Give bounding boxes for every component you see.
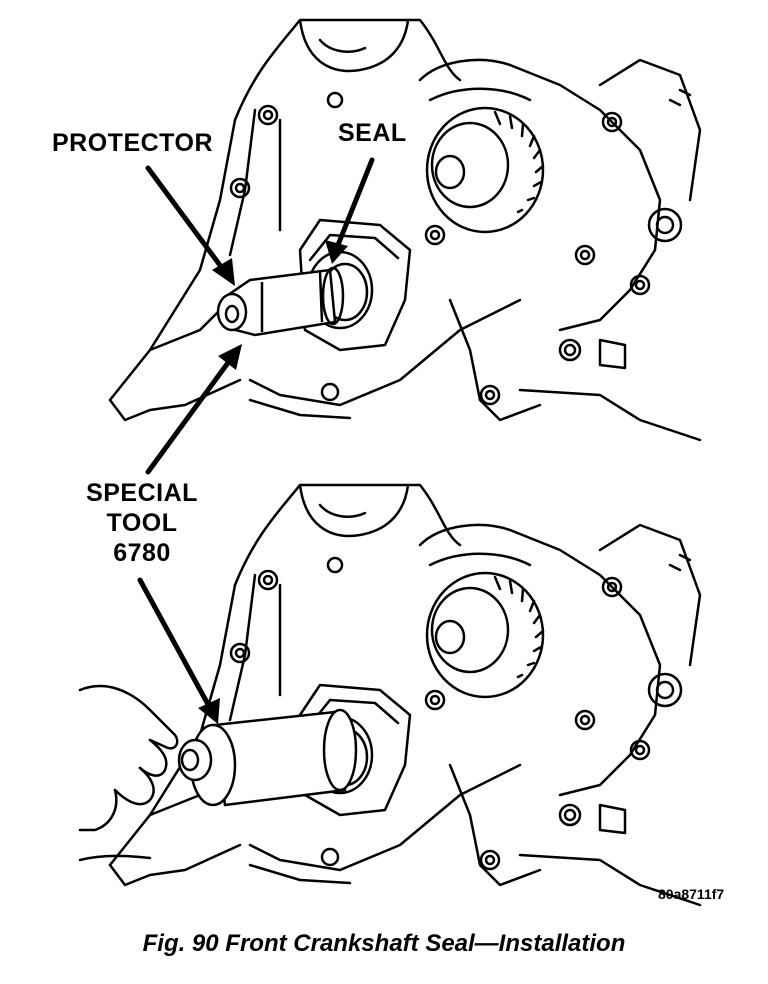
- special-tool-label-line3: 6780: [113, 539, 171, 567]
- figure-caption: Fig. 90 Front Crankshaft Seal—Installati…: [142, 930, 626, 957]
- special-tool-6780: [177, 708, 358, 807]
- special-tool-arrow-lower: [137, 577, 213, 711]
- leader-arrows: [137, 157, 375, 724]
- seal-label: SEAL: [338, 119, 407, 147]
- engine-view-top: [108, 18, 702, 442]
- special-tool-label-line1: SPECIAL: [86, 479, 198, 507]
- special-tool-arrow-upper: [145, 357, 233, 475]
- seal-ring: [321, 266, 345, 326]
- seal-arrow: [335, 157, 375, 248]
- special-tool-label: SPECIAL TOOL 6780: [72, 478, 212, 568]
- special-tool-label-line2: TOOL: [106, 509, 178, 537]
- engine-view-bottom: [78, 483, 702, 907]
- protector-tool: [216, 268, 337, 337]
- figure-code: 80a8711f7: [658, 886, 725, 902]
- protector-arrow: [145, 165, 228, 275]
- protector-label: PROTECTOR: [52, 129, 213, 157]
- hand-illustration: [78, 684, 179, 862]
